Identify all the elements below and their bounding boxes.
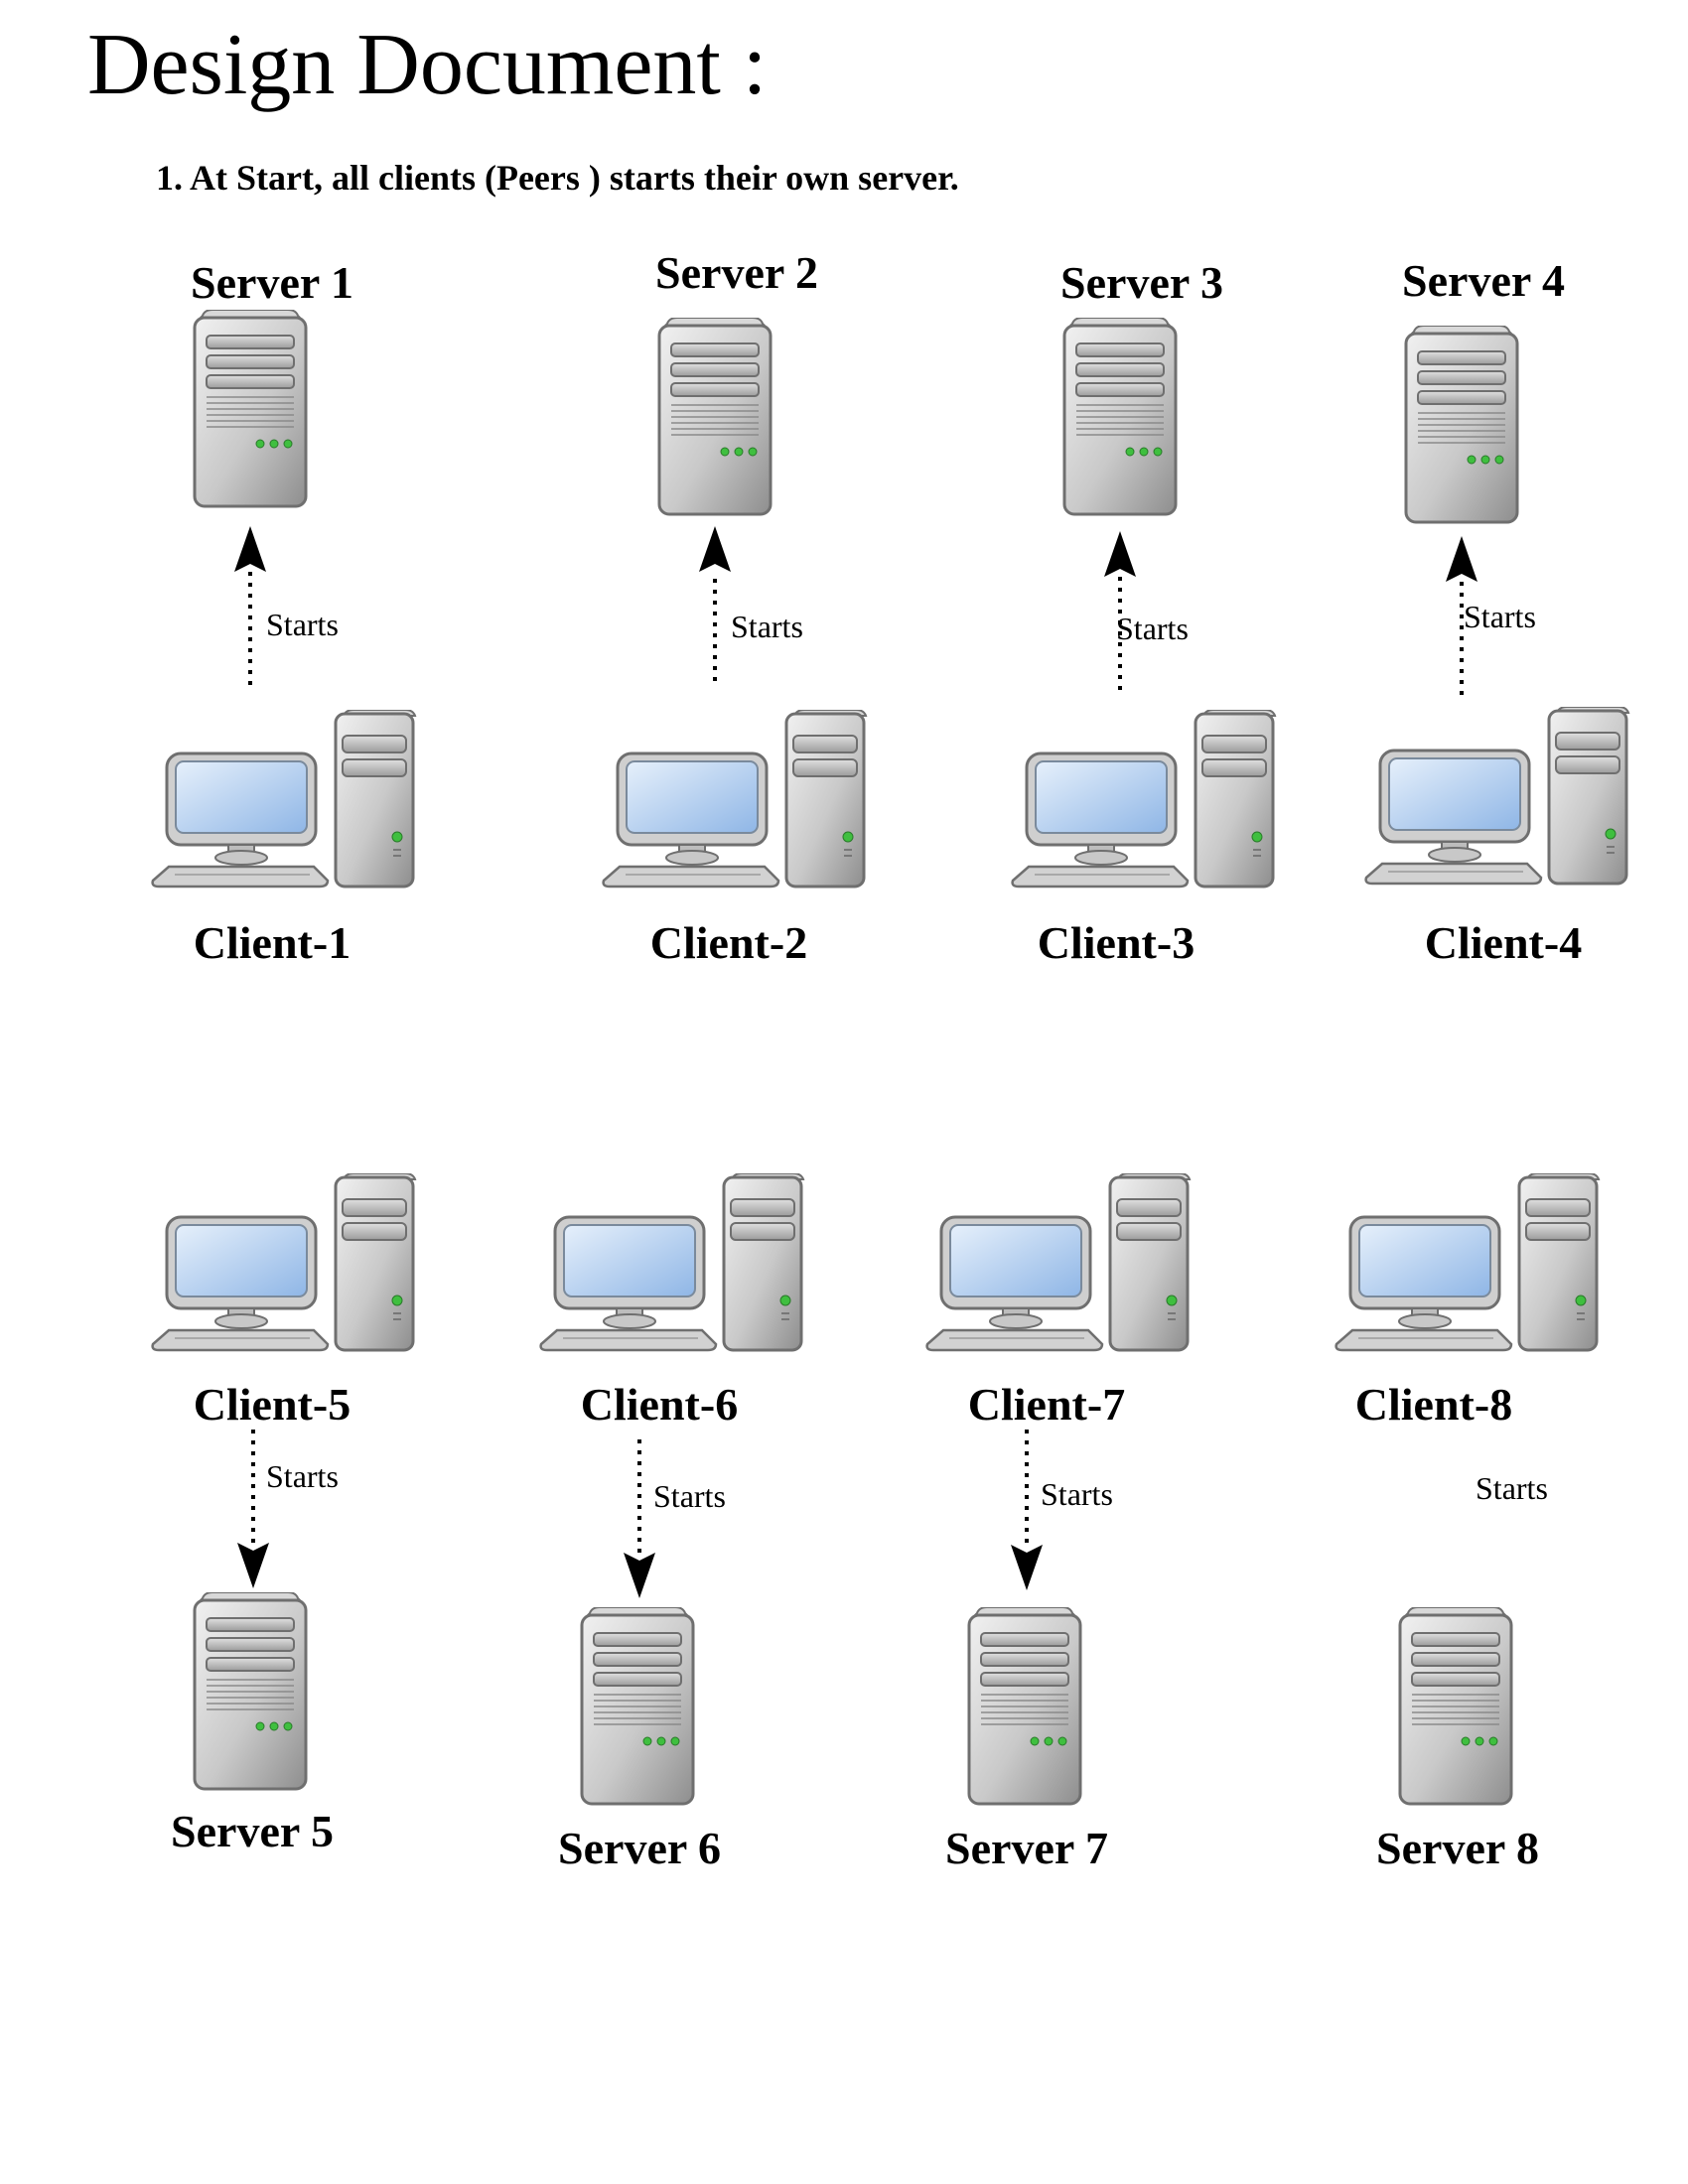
starts-arrow — [1011, 1430, 1043, 1590]
server-label: Server 3 — [1060, 257, 1223, 308]
starts-arrow — [234, 526, 266, 685]
server-label: Server 7 — [945, 1823, 1108, 1873]
desktop-computer-icon — [1011, 710, 1277, 888]
client-label: Client-3 — [1038, 917, 1195, 968]
desktop-computer-icon — [151, 710, 417, 888]
desktop-computer-icon — [539, 1173, 805, 1352]
client-label: Client-4 — [1425, 917, 1582, 968]
starts-arrow — [699, 526, 731, 681]
arrow-up-icon — [699, 526, 731, 572]
arrow-up-icon — [1446, 536, 1477, 582]
desktop-computer-icon — [1364, 707, 1630, 886]
server-tower-icon — [657, 318, 773, 516]
arrow-up-icon — [1104, 531, 1136, 577]
server-tower-icon — [193, 310, 308, 508]
starts-arrow — [237, 1430, 269, 1588]
arrow-label: Starts — [731, 609, 803, 644]
server-tower-icon — [1404, 326, 1519, 524]
server-label: Server 1 — [191, 257, 353, 308]
step-description: 1. At Start, all clients (Peers ) starts… — [156, 158, 959, 198]
arrow-up-icon — [234, 526, 266, 572]
document-title: Design Document : — [87, 17, 768, 113]
server-tower-icon — [967, 1607, 1082, 1806]
desktop-computer-icon — [925, 1173, 1192, 1352]
arrow-down-icon — [237, 1543, 269, 1588]
server-label: Server 2 — [655, 247, 818, 298]
arrow-label: Starts — [653, 1478, 726, 1514]
server-tower-icon — [1062, 318, 1178, 516]
server-tower-icon — [1398, 1607, 1513, 1806]
starts-arrow — [624, 1439, 655, 1598]
server-label: Server 6 — [558, 1823, 721, 1873]
starts-arrow — [1104, 531, 1136, 690]
desktop-computer-icon — [151, 1173, 417, 1352]
client-label: Client-6 — [581, 1379, 738, 1430]
arrow-label: Starts — [1476, 1470, 1548, 1506]
arrow-down-icon — [624, 1553, 655, 1598]
arrow-label: Starts — [1464, 599, 1536, 634]
arrow-label: Starts — [1041, 1476, 1113, 1512]
desktop-computer-icon — [602, 710, 868, 888]
client-label: Client-2 — [650, 917, 807, 968]
server-tower-icon — [580, 1607, 695, 1806]
arrow-label: Starts — [266, 1458, 339, 1494]
arrow-down-icon — [1011, 1545, 1043, 1590]
arrow-label: Starts — [266, 607, 339, 642]
arrow-label: Starts — [1116, 611, 1189, 646]
client-label: Client-8 — [1355, 1379, 1512, 1430]
client-label: Client-5 — [194, 1379, 351, 1430]
server-tower-icon — [193, 1592, 308, 1791]
desktop-computer-icon — [1335, 1173, 1601, 1352]
server-label: Server 8 — [1376, 1823, 1539, 1873]
client-label: Client-7 — [968, 1379, 1125, 1430]
starts-arrow — [1446, 536, 1477, 695]
server-label: Server 4 — [1402, 255, 1565, 306]
server-label: Server 5 — [171, 1806, 334, 1856]
client-label: Client-1 — [194, 917, 351, 968]
